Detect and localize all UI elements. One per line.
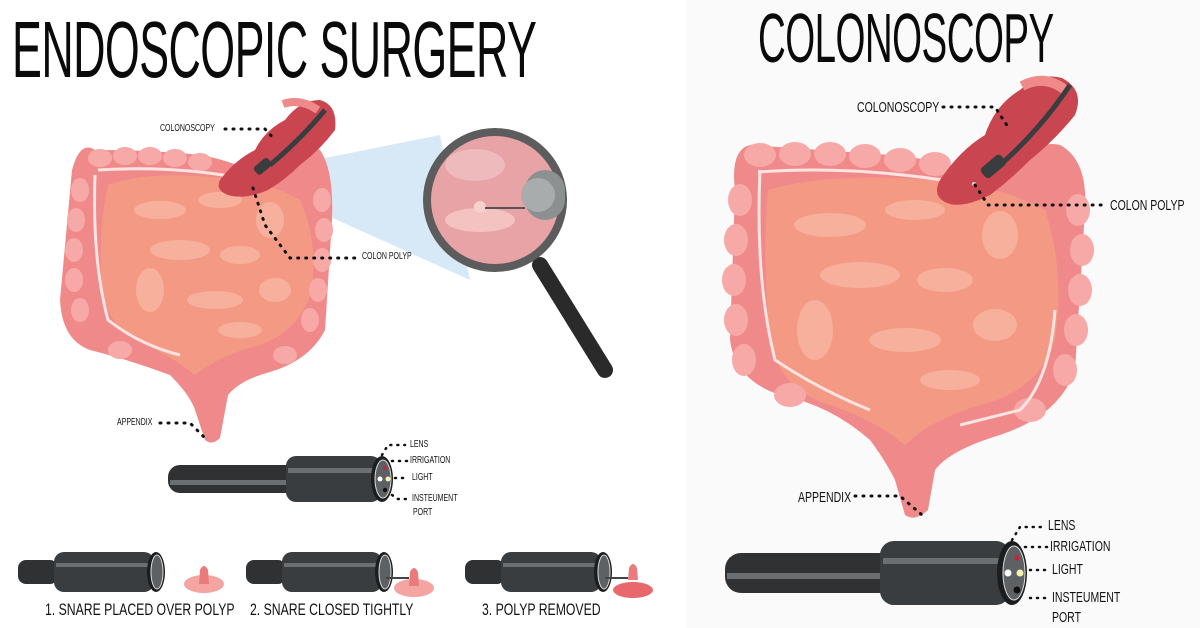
label-appendix-right: APPENDIX — [798, 489, 852, 506]
leader-lines-left — [158, 127, 362, 440]
step-2-snare-closed-icon — [246, 552, 434, 597]
endoscopic-surgery-title: ENDOSCOPIC SURGERY — [12, 5, 537, 94]
label-instrument-right: INSTEUMENT — [1052, 589, 1121, 606]
label-appendix-left: APPENDIX — [117, 417, 153, 428]
colonoscopy-title: COLONOSCOPY — [758, 0, 1054, 77]
label-light-left: LIGHT — [412, 472, 433, 483]
step-1-snare-placed-icon — [18, 552, 224, 593]
label-lens-right: LENS — [1048, 517, 1076, 534]
step-2-label: 2. SNARE CLOSED TIGHTLY — [250, 600, 414, 619]
leader-lines-scope-left — [380, 443, 412, 501]
large-intestine-illustration-right — [722, 75, 1094, 518]
step-1-label: 1. SNARE PLACED OVER POLYP — [45, 600, 235, 619]
label-colon-polyp-left: COLON POLYP — [362, 251, 412, 262]
label-instrument-left: INSTEUMENT — [412, 493, 458, 504]
endoscope-tip-diagram-right — [725, 541, 1027, 605]
label-irrigation-left: IRRIGATION — [410, 455, 451, 466]
label-light-right: LIGHT — [1052, 561, 1083, 578]
label-colon-polyp-right: COLON POLYP — [1110, 197, 1185, 214]
magnifying-glass-icon — [423, 128, 613, 378]
step-3-label: 3. POLYP REMOVED — [482, 600, 601, 619]
endoscope-tip-diagram-left — [168, 456, 393, 502]
step-3-polyp-removed-icon — [465, 552, 653, 598]
label-colonoscopy-right: COLONOSCOPY — [857, 99, 940, 116]
large-intestine-illustration-left — [60, 98, 336, 443]
label-port-left: PORT — [413, 507, 433, 518]
label-colonoscopy-left: COLONOSCOPY — [160, 123, 215, 134]
label-lens-left: LENS — [410, 439, 429, 450]
label-port-right: PORT — [1052, 609, 1081, 626]
label-irrigation-right: IRRIGATION — [1050, 538, 1111, 555]
